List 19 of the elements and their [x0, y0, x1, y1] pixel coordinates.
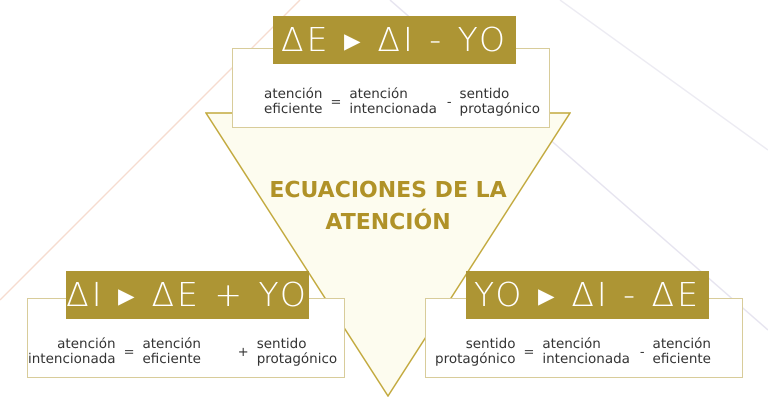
operator-sign: = [122, 344, 136, 360]
operator-sign: - [638, 344, 646, 360]
term-text: sentido protagónico [434, 337, 516, 367]
operator-sign: - [446, 94, 453, 110]
formula-banner: YO ▸ ΔI - ΔE [466, 271, 709, 319]
operator-sign: = [522, 344, 536, 360]
operator-sign: = [329, 94, 342, 110]
formula-banner: ΔI ▸ ΔE + YO [66, 271, 309, 319]
term-text: atención eficiente [652, 337, 712, 367]
term-text: atención intencionada [28, 337, 116, 367]
term-text: atención eficiente [263, 87, 322, 117]
term-text: atención intencionada [349, 87, 438, 117]
term-text: atención intencionada [542, 337, 631, 367]
triangle-label: ECUACIONES DE LA ATENCIÓN [268, 177, 508, 237]
formula-banner: ΔE ▸ ΔI - YO [273, 16, 516, 64]
term-text: sentido protagónico [460, 87, 542, 117]
operator-sign: + [236, 344, 250, 360]
term-text: sentido protagónico [256, 337, 338, 367]
term-text: atención eficiente [142, 337, 202, 367]
